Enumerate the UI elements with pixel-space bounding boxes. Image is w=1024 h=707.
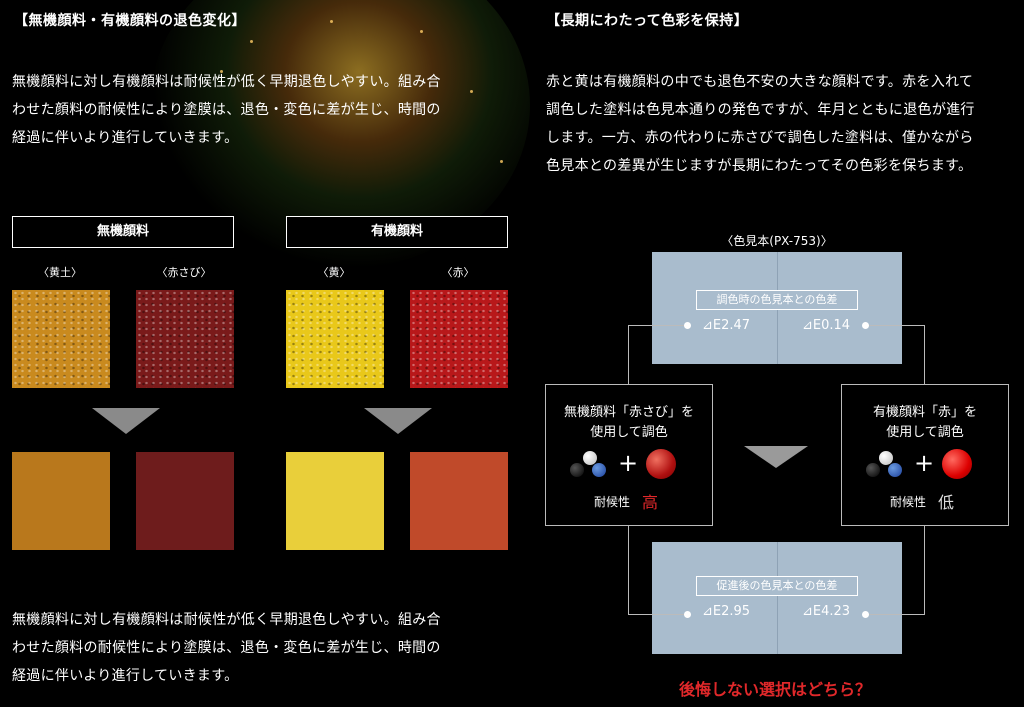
swatch-yellow-before: [286, 290, 384, 388]
divider: [777, 542, 778, 654]
text-line: 無機顔料に対し有機顔料は耐候性が低く早期退色しやすい。組み合: [12, 612, 441, 628]
box-line1: 有機顔料「赤」を: [872, 405, 977, 420]
down-arrow-icon: [92, 408, 160, 434]
connector-line: [628, 525, 629, 615]
connector-dot: [862, 322, 869, 329]
connector-line: [628, 325, 686, 326]
swatch-yellow-after: [286, 452, 384, 550]
bottom-right-value: ⊿E4.23: [802, 604, 851, 619]
spark: [500, 160, 503, 163]
down-arrow-icon: [364, 408, 432, 434]
bottom-diff-label: 促進後の色見本との色差: [696, 576, 858, 596]
swatch-rust-after: [136, 452, 234, 550]
top-diff-label: 調色時の色見本との色差: [696, 290, 858, 310]
text-line: 経過に伴いより進行していきます。: [12, 668, 239, 684]
swatch-label-rust: 〈赤さび〉: [156, 266, 212, 279]
swatch-red-before: [410, 290, 508, 388]
organic-label: 有機顔料: [286, 216, 508, 248]
right-paragraph: 赤と黄は有機顔料の中でも退色不安の大きな顔料です。赤を入れて 調色した塗料は色見…: [546, 68, 1016, 180]
box-line2: 使用して調色: [590, 425, 668, 440]
white-pigment-icon: [583, 451, 597, 465]
color-sample-top: 調色時の色見本との色差 ⊿E2.47 ⊿E0.14: [652, 252, 902, 364]
inorganic-label: 無機顔料: [12, 216, 234, 248]
text-line: 調色した塗料は色見本通りの発色ですが、年月とともに退色が進行: [546, 102, 975, 118]
blue-pigment-icon: [592, 463, 606, 477]
swatch-red-after: [410, 452, 508, 550]
swatch-ochre-after: [12, 452, 110, 550]
blue-pigment-icon: [888, 463, 902, 477]
red-pigment-icon: [942, 449, 972, 479]
spark: [420, 30, 423, 33]
text-line: 赤と黄は有機顔料の中でも退色不安の大きな顔料です。赤を入れて: [546, 74, 974, 90]
spark: [220, 70, 223, 73]
left-paragraph-top: 無機顔料に対し有機顔料は耐候性が低く早期退色しやすい。組み合 わせた顔料の耐候性…: [12, 68, 522, 152]
text-line: 色見本との差異が生じますが長期にわたってその色彩を保ちます。: [546, 158, 973, 174]
connector-line: [628, 614, 686, 615]
top-right-value: ⊿E0.14: [802, 318, 851, 333]
left-paragraph-bottom: 無機顔料に対し有機顔料は耐候性が低く早期退色しやすい。組み合 わせた顔料の耐候性…: [12, 606, 522, 690]
black-pigment-icon: [866, 463, 880, 477]
swatch-rust-before: [136, 290, 234, 388]
connector-dot: [684, 611, 691, 618]
inorganic-rust-box: 無機顔料「赤さび」を 使用して調色 + 耐候性 高: [545, 384, 713, 526]
organic-red-box: 有機顔料「赤」を 使用して調色 + 耐候性 低: [841, 384, 1009, 526]
box-line2: 使用して調色: [886, 425, 964, 440]
connector-dot: [684, 322, 691, 329]
spark: [250, 40, 253, 43]
connector-dot: [862, 611, 869, 618]
connector-line: [866, 325, 924, 326]
connector-line: [628, 325, 629, 385]
closing-question: 後悔しない選択はどちら？: [678, 680, 871, 699]
connector-line: [866, 614, 924, 615]
right-heading: 【長期にわたって色彩を保持】: [546, 13, 749, 29]
color-sample-bottom: 促進後の色見本との色差 ⊿E2.95 ⊿E4.23: [652, 542, 902, 654]
text-line: 経過に伴いより進行していきます。: [12, 130, 239, 146]
text-line: わせた顔料の耐候性により塗膜は、退色・変色に差が生じ、時間の: [12, 102, 441, 118]
bottom-left-value: ⊿E2.95: [702, 604, 751, 619]
top-left-value: ⊿E2.47: [702, 318, 751, 333]
weather-label: 耐候性: [594, 495, 631, 509]
swatch-label-yellow: 〈黄〉: [317, 266, 351, 279]
white-pigment-icon: [879, 451, 893, 465]
text-line: 無機顔料に対し有機顔料は耐候性が低く早期退色しやすい。組み合: [12, 74, 441, 90]
weather-high: 高: [642, 493, 659, 512]
connector-line: [924, 325, 925, 385]
swatch-label-red: 〈赤〉: [441, 266, 475, 279]
rust-pigment-icon: [646, 449, 676, 479]
left-heading: 【無機顔料・有機顔料の退色変化】: [14, 13, 246, 29]
spark: [330, 20, 333, 23]
down-arrow-icon: [744, 446, 808, 468]
plus-icon: +: [618, 449, 639, 477]
plus-icon: +: [914, 449, 935, 477]
text-line: わせた顔料の耐候性により塗膜は、退色・変色に差が生じ、時間の: [12, 640, 441, 656]
spark: [470, 90, 473, 93]
text-line: します。一方、赤の代わりに赤さびで調色した塗料は、僅かながら: [546, 130, 974, 146]
color-sample-label: 〈色見本(PX-753)〉: [721, 234, 833, 248]
swatch-label-ochre: 〈黄土〉: [38, 266, 82, 279]
weather-label: 耐候性: [890, 495, 927, 509]
box-line1: 無機顔料「赤さび」を: [563, 405, 694, 420]
connector-line: [924, 525, 925, 615]
black-pigment-icon: [570, 463, 584, 477]
weather-low: 低: [938, 493, 955, 512]
swatch-ochre-before: [12, 290, 110, 388]
